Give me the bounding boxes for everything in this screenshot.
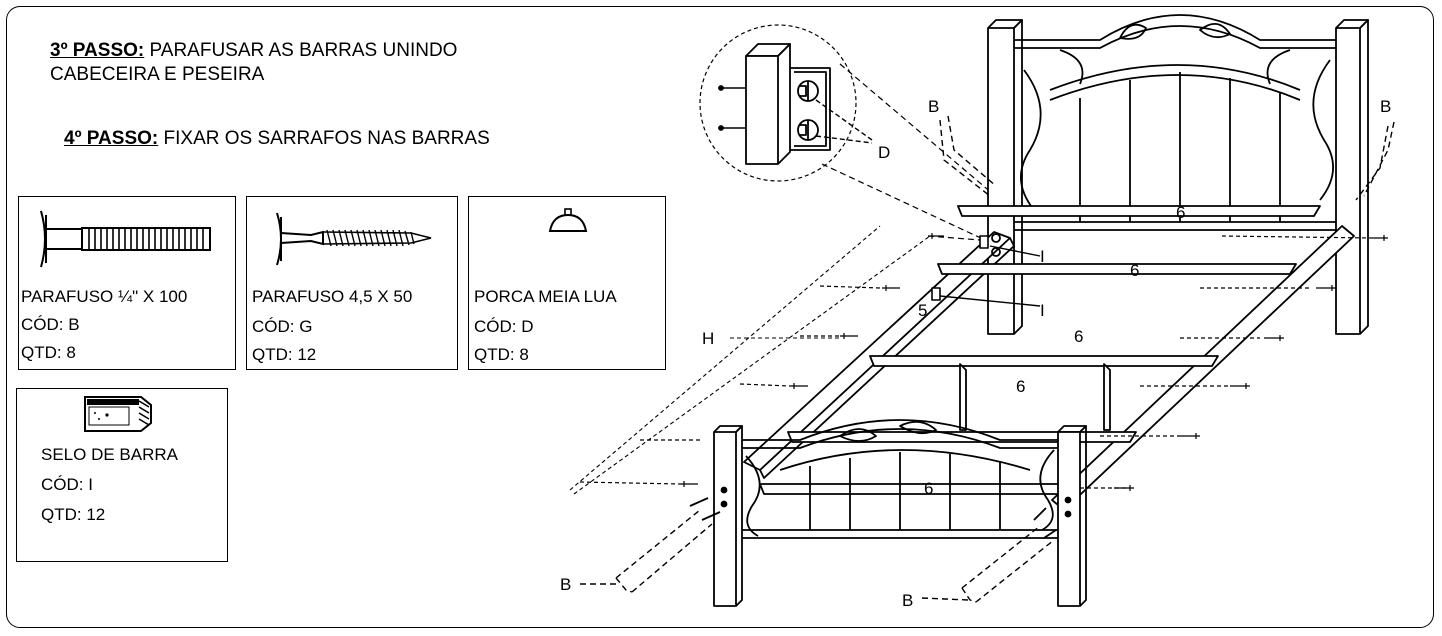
step-3-text: PARAFUSAR AS BARRAS UNINDO [144, 40, 458, 61]
part-box-bar-seal: SELO DE BARRA CÓD: I QTD: 12 [16, 388, 228, 562]
callout-b-foot-right: B [902, 591, 914, 610]
part-code: CÓD: D [474, 317, 534, 336]
callout-b-head-left: B [928, 97, 940, 116]
half-moon-nut-icon [548, 208, 588, 232]
step-3-number: 3º PASSO: [50, 40, 145, 61]
callout-b-head-right: B [1380, 97, 1392, 116]
wood-screw-icon [276, 212, 432, 266]
part-name: PARAFUSO 4,5 X 50 [252, 287, 413, 306]
screw-markers [579, 233, 1388, 491]
slat-label-4: 6 [1016, 377, 1026, 396]
callout-h: H [702, 329, 715, 348]
part-qty: QTD: 8 [21, 343, 76, 362]
part-name: PORCA MEIA LUA [474, 287, 617, 306]
slat-label-5: 6 [924, 479, 934, 498]
callout-i-top: I [1040, 247, 1045, 266]
part-qty: QTD: 8 [474, 345, 529, 364]
slat-label-1: 6 [1176, 203, 1186, 222]
step-4-text: FIXAR OS SARRAFOS NAS BARRAS [158, 128, 490, 149]
callout-d: D [878, 143, 891, 162]
slat-label-3: 6 [1074, 327, 1084, 346]
step-3-subtitle: CABECEIRA E PESEIRA [50, 64, 265, 85]
part-code: CÓD: B [21, 315, 80, 334]
part-qty: QTD: 12 [41, 505, 106, 524]
callout-b-foot-left: B [560, 575, 572, 594]
bar-seal-icon [84, 396, 152, 432]
diagram-frame [6, 6, 1434, 628]
callout-5: 5 [918, 301, 928, 320]
callout-i-bottom: I [1040, 301, 1045, 320]
part-qty: QTD: 12 [252, 345, 317, 364]
part-name: PARAFUSO ¼" X 100 [21, 287, 188, 306]
bolt-icon [40, 210, 211, 268]
part-box-wood-screw: PARAFUSO 4,5 X 50 CÓD: G QTD: 12 [246, 196, 458, 370]
part-code: CÓD: I [41, 475, 93, 494]
part-name: SELO DE BARRA [41, 445, 178, 464]
part-code: CÓD: G [252, 317, 313, 336]
footboard [713, 419, 1087, 607]
step-4-number: 4º PASSO: [64, 128, 159, 149]
slat-label-2: 6 [1130, 261, 1140, 280]
nut-detail-callout [699, 24, 873, 182]
step-4-title: 4º PASSO: FIXAR OS SARRAFOS NAS BARRAS [64, 128, 490, 150]
headboard [987, 14, 1369, 335]
part-box-bolt: PARAFUSO ¼" X 100 CÓD: B QTD: 8 [18, 196, 236, 370]
step-3-title: 3º PASSO: PARAFUSAR AS BARRAS UNINDO [50, 40, 457, 62]
part-box-half-moon-nut: PORCA MEIA LUA CÓD: D QTD: 8 [468, 196, 666, 370]
